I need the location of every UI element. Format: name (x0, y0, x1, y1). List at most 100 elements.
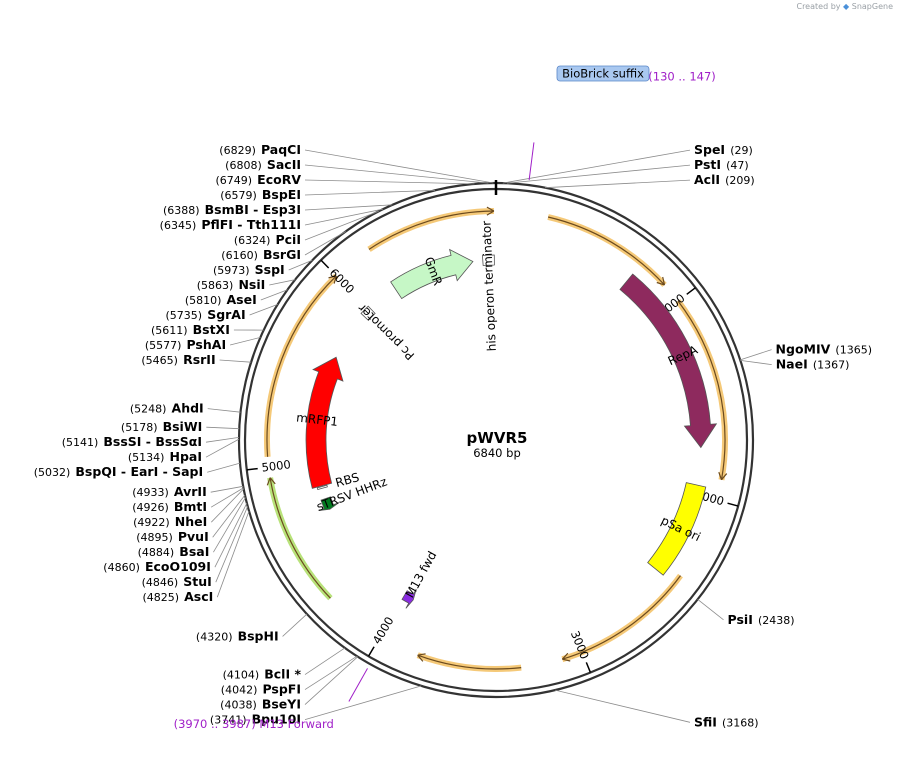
enzyme-site-bstxi[interactable]: (5611) BstXI (151, 319, 264, 338)
enzyme-position: (6160) (221, 249, 258, 262)
tick-mark (246, 467, 258, 471)
enzyme-position: (5810) (185, 294, 222, 307)
enzyme-site-rsrii[interactable]: (5465) RsrII (141, 349, 252, 368)
enzyme-site-bsai[interactable]: (4884) BsaI (138, 497, 246, 561)
enzyme-site-sspi[interactable]: (5973) SspI (213, 259, 313, 278)
enzyme-label: (6808) SacII (225, 154, 301, 173)
enzyme-site-pshai[interactable]: (5577) PshAI (145, 334, 261, 353)
leader-line (211, 488, 244, 523)
enzyme-position: (5032) (34, 466, 71, 479)
feature-shape (390, 248, 474, 300)
enzyme-site-bspqi-eari-sapi[interactable]: (5032) BspQI - EarI - SapI (34, 461, 241, 480)
leader-line (304, 204, 393, 211)
enzyme-name: PstI (694, 157, 721, 172)
orf-arc-line (266, 275, 337, 457)
feature-mrfp1[interactable]: mRFP1 (296, 356, 344, 489)
tick-label: 5000 (261, 457, 292, 474)
tick-mark (367, 646, 375, 657)
enzyme-site-bpu10i[interactable]: (3741) Bpu10I (210, 685, 422, 728)
enzyme-site-bsiwi[interactable]: (5178) BsiWI (121, 416, 240, 435)
enzyme-name: NheI (175, 514, 208, 529)
enzyme-name: BsmBI - Esp3I (205, 202, 301, 217)
enzyme-position: (5863) (197, 279, 234, 292)
enzyme-site-bcli[interactable]: (4104) BclI * (223, 647, 346, 683)
enzyme-label: AclI (209) (694, 169, 755, 188)
feature-gmr[interactable]: GmR (390, 248, 474, 300)
enzyme-site-stui[interactable]: (4846) StuI (142, 506, 249, 590)
enzyme-position: (5248) (130, 403, 167, 416)
enzyme-name: BstXI (193, 322, 230, 337)
enzyme-site-pspfi[interactable]: (4042) PspFI (221, 655, 358, 697)
enzyme-site-sgrai[interactable]: (5735) SgrAI (166, 304, 278, 323)
enzyme-site-psii[interactable]: PsiI (2438) (697, 598, 795, 627)
primer-leader (348, 668, 368, 702)
enzyme-name: PshAI (186, 337, 226, 352)
enzyme-site-hpai[interactable]: (5134) HpaI (128, 438, 240, 465)
primer-m13-forward[interactable]: (3970 .. 3987) M13 Forward (174, 668, 368, 731)
orf-arrowhead (656, 276, 666, 286)
feature-m13-fwd[interactable]: M13 fwd (401, 549, 439, 609)
enzyme-site-psti[interactable]: PstI (47) (507, 154, 749, 184)
enzyme-label: (5248) AhdI (130, 398, 204, 417)
enzyme-name: PsiI (728, 612, 753, 627)
enzyme-site-ecoo109i[interactable]: (4860) EcoO109I (103, 502, 248, 575)
enzyme-position: (5735) (166, 309, 203, 322)
enzyme-name: RsrII (183, 352, 216, 367)
primer-l4440[interactable]: L4440 (130 .. 147) (528, 69, 716, 181)
credit-text: Created by (796, 2, 841, 11)
enzyme-site-ahdi[interactable]: (5248) AhdI (130, 398, 241, 417)
orf-arrowhead (266, 477, 276, 486)
enzyme-name: PspFI (262, 682, 301, 697)
enzyme-position: (2438) (758, 614, 795, 627)
orf-arc-layer (264, 206, 728, 672)
orf-arrowhead (486, 206, 495, 216)
orf-arc-line (269, 477, 331, 599)
feature-psa-ori[interactable]: pSa ori (647, 482, 707, 576)
enzyme-site-bspei[interactable]: (6579) BspEI (220, 184, 436, 203)
enzyme-site-spei[interactable]: SpeI (29) (502, 139, 753, 184)
feature-label: RBS (334, 470, 361, 490)
enzyme-label: NaeI (1367) (776, 354, 850, 373)
feature-rbs[interactable]: RBS (316, 470, 361, 491)
enzyme-site-ngomiv[interactable]: NgoMIV (1365) (740, 339, 872, 361)
enzyme-site-pcii[interactable]: (6324) PciI (234, 210, 379, 248)
enzyme-site-avrii[interactable]: (4933) AvrII (132, 481, 244, 500)
enzyme-site-paqci[interactable]: (6829) PaqCI (219, 139, 494, 184)
enzyme-site-asci[interactable]: (4825) AscI (142, 510, 250, 605)
enzyme-label: (6749) EcoRV (215, 169, 301, 188)
enzyme-site-bsmbi-esp3i[interactable]: (6388) BsmBI - Esp3I (163, 199, 393, 218)
enzyme-site-bseyi[interactable]: (4038) BseYI (220, 656, 359, 713)
enzyme-name: AclI (694, 172, 720, 187)
enzyme-position: (6579) (220, 189, 257, 202)
enzyme-name: PaqCI (261, 142, 301, 157)
enzyme-site-ecorv[interactable]: (6749) EcoRV (215, 169, 475, 188)
leader-line (304, 231, 346, 256)
enzyme-position: (6324) (234, 234, 271, 247)
enzyme-site-pvui[interactable]: (4895) PvuI (136, 494, 246, 545)
enzyme-position: (4038) (220, 699, 257, 712)
feature-pc-promoter[interactable]: Pc promoter (355, 301, 417, 363)
enzyme-site-sacii[interactable]: (6808) SacII (225, 154, 489, 184)
feature-shape (305, 356, 344, 489)
leader-line (249, 304, 278, 316)
feature-his-operon-terminator[interactable]: his operon terminator (479, 221, 498, 352)
biobrick-suffix-callout[interactable]: BioBrick suffix (556, 65, 650, 82)
feature-shape (360, 305, 376, 321)
enzyme-site-sfii[interactable]: SfiI (3168) (554, 689, 759, 730)
leader-line (210, 487, 244, 508)
enzyme-site-bsssi-bsss-i[interactable]: (5141) BssSI - BssSαI (62, 431, 240, 450)
enzyme-site-bmti[interactable]: (4926) BmtI (132, 487, 244, 515)
enzyme-site-pflfi-tth111i[interactable]: (6345) PflFI - Tth111I (160, 208, 384, 233)
enzyme-site-nhei[interactable]: (4922) NheI (133, 488, 244, 530)
enzyme-site-asei[interactable]: (5810) AseI (185, 289, 288, 308)
feature-repa[interactable]: RepA (619, 273, 718, 449)
enzyme-site-nsii[interactable]: (5863) NsiI (197, 274, 296, 293)
primer-range: (3970 .. 3987) (174, 717, 256, 731)
enzyme-site-naei[interactable]: NaeI (1367) (740, 354, 849, 373)
enzyme-label: (4922) NheI (133, 511, 207, 530)
enzyme-position: (5973) (213, 264, 250, 277)
enzyme-site-bsphi[interactable]: (4320) BspHI (196, 613, 308, 644)
enzyme-site-acli[interactable]: AclI (209) (544, 169, 755, 189)
enzyme-site-bsrgi[interactable]: (6160) BsrGI (221, 231, 346, 264)
enzyme-name: HpaI (170, 449, 203, 464)
